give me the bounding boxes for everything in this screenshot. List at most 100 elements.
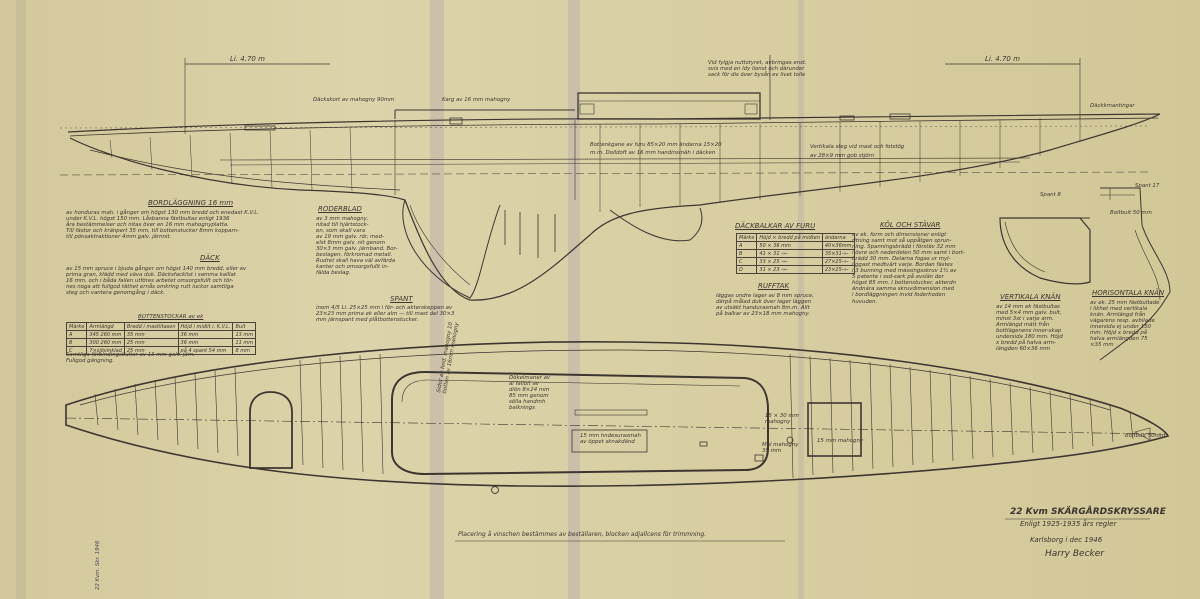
bottenstockar-cell: 300 260 mm — [86, 338, 125, 347]
dackbalkar-header-cell: ändarna — [821, 233, 855, 242]
bottenstockar-header-cell: Bult — [232, 322, 257, 331]
dackbalkar-header-cell: Höjd × bredd på midten — [756, 233, 823, 242]
hull-profile — [69, 113, 1161, 301]
bottenstockar-cell: 7×sjövinklad — [86, 346, 125, 355]
note-mast: Mal mahogny 35 mm — [762, 442, 799, 455]
note-winch: Placering å vinschen bestämmes av bestäl… — [458, 531, 707, 538]
deckhouse — [577, 92, 761, 120]
bottenstockar-cell: 13 mm — [232, 330, 257, 339]
bottenstockar-cell: 8 mm — [232, 346, 257, 355]
dackbalkar-cell: C — [735, 257, 758, 266]
dackbalkar-cell: A — [735, 241, 758, 250]
aft-hatch — [807, 402, 862, 457]
bottenstockar-cell: 25 mm — [123, 338, 179, 347]
note-hatch2: 15 × 30 mm mahogny — [765, 413, 799, 426]
sheer-line — [67, 113, 1161, 133]
bottenstockar-cell: C — [65, 346, 88, 355]
note-bottom-b: m.m. Dolldoft av 16 mm handinsmäh i däck… — [590, 150, 716, 156]
note-coaming: Karg av 16 mm mahogny — [442, 97, 511, 103]
dackbalkar-cell: 31 × 23 -»- — [756, 265, 823, 274]
centerline — [65, 417, 1169, 435]
text-dack: av 15 mm spruce i bjuda gånger om högst … — [66, 266, 247, 297]
winch — [491, 486, 499, 494]
bottenstockar-header-cell: Höjd i midlit i. K.V.L. — [177, 322, 234, 331]
drawing-place-date: Karlsborg i dec 1946 — [1030, 536, 1103, 544]
drawing-rules: Enligt 1925-1935 års regler — [1020, 520, 1117, 528]
label-spant-8: Spant 8 — [1040, 192, 1061, 198]
companionway — [571, 429, 648, 453]
fold-strip-mid — [568, 0, 580, 599]
forward-hatch — [249, 391, 293, 469]
note-deckhouse: Däckskort av mahogny 90mm — [313, 97, 395, 103]
text-bordlaggning: av honduras mah. i gånger om högst 130 m… — [66, 210, 259, 241]
heading-vertikala: VERTIKALA KNÄN — [1000, 293, 1061, 301]
note-bulkhead: Boltbult 50 mm — [1110, 210, 1152, 216]
dackbalkar-cell: B — [735, 249, 758, 258]
text-roder: av 3 mm mahogny, nitad till hjärtstock- … — [316, 216, 398, 277]
heading-bottenstockar: BOTTENSTOCKAR av ek — [138, 314, 204, 320]
note-top: Vid fylgja nuttstyret, avbringas enst. s… — [708, 60, 807, 79]
keel-fin — [402, 199, 501, 299]
note-bulk: Boltbult 50mm — [1125, 433, 1166, 439]
heading-roder: RODERBLAD — [318, 205, 362, 213]
heading-rufftak: RUFFTAK — [758, 282, 790, 290]
note-vertical-b: av 28×9 mm gob stjörn — [810, 153, 875, 159]
note-vertical-a: Vertikala steg vid mast och fotstög — [810, 144, 905, 150]
bottenstockar-header-cell: Bredd i mastlitasen — [123, 322, 179, 331]
text-rufftak: läggas undre lager av 8 mm spruce, därpå… — [716, 293, 814, 318]
dackbalkar-cell: 50 × 36 mm — [756, 241, 823, 250]
heading-bordlaggning: BORDLÄGGNING 16 mm — [148, 199, 234, 207]
dackbalkar-cell: 27×25-»- — [821, 257, 855, 266]
text-kol: av ek. form och dimensioner enligt ritni… — [852, 232, 965, 305]
dackbalkar-cell: 35×31-»- — [821, 249, 855, 258]
drawing-signature: Harry Becker — [1045, 549, 1104, 559]
note-hatch: 15 mm hndesurasmah av öppet sknakdänd — [580, 433, 641, 446]
fold-strip-right — [798, 0, 804, 599]
dackbalkar-header-cell: Märke — [735, 233, 758, 242]
heading-spant: SPANT — [390, 295, 413, 303]
rudder — [609, 207, 703, 242]
text-horisontala: av ek. 25 mm fästbultade i likhet med ve… — [1090, 300, 1160, 349]
dackbalkar-cell: 40×36mm — [821, 241, 855, 250]
bottenstockar-cell: 36 mm — [177, 330, 234, 339]
cockpit — [391, 370, 769, 476]
drawing-title: 22 Kvm SKÄRGÅRDSKRYSSARE — [1010, 507, 1166, 517]
stamp: 22 Kvm. Skr. 1946 — [95, 540, 101, 590]
note-coaming-right: Däckkmantingar — [1090, 103, 1135, 109]
note-hatch3: 15 mm mahogny — [817, 438, 864, 444]
fold-strip-far — [16, 0, 26, 599]
bottenstockar-cell: B — [65, 338, 88, 347]
note-bottom-a: Bottenkgane av furu 85×20 mm ändarna 15×… — [590, 142, 722, 148]
heading-kol: KÖL OCH STÄVAR — [880, 221, 941, 229]
bottenstockar-cell: 345 260 mm — [86, 330, 125, 339]
text-vertikala: av 14 mm ek fästbultas med 5×4 mm galv. … — [996, 304, 1063, 353]
heading-dack: DÄCK — [200, 254, 220, 262]
bottenstockar-cell: 25 mm — [123, 346, 179, 355]
bottenstockar-header-cell: Armlängd — [86, 322, 125, 331]
bottenstockar-cell: 36 mm — [177, 338, 234, 347]
bottenstockar-header-cell: Märke — [65, 322, 88, 331]
dackbalkar-cell: D — [735, 265, 758, 274]
heading-horisontala: HORISONTALA KNÄN — [1092, 289, 1165, 297]
heading-dackbalkar: DÄCKBALKAR AV FURU — [735, 222, 816, 230]
plan-deck-outline — [65, 341, 1170, 488]
midship-section — [999, 217, 1091, 285]
fold-strip-left — [430, 0, 444, 599]
text-small: Samtliga förbindingsbultar av 13 mm galv… — [66, 352, 196, 365]
text-spant: inom 4/5 Li. 25×25 mm i för- och aktersk… — [316, 305, 455, 324]
label-spant-17: Spant 17 — [1135, 183, 1160, 189]
bottenstockar-cell: A — [65, 330, 88, 339]
note-cockpit: Dökelmaner av ai fallbit av diön 8×24 mm… — [509, 375, 551, 412]
dackbalkar-cell: 23×25-»- — [821, 265, 855, 274]
